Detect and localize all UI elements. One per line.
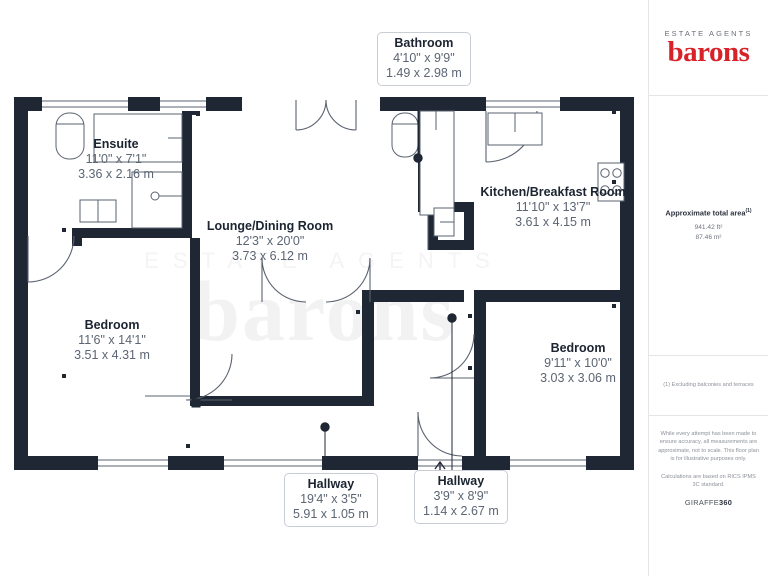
footnote-block: (1) Excluding balconies and terraces — [649, 356, 768, 416]
giraffe360-brand: GIRAFFE360 — [657, 498, 760, 507]
info-panel: ESTATE AGENTS barons Approximate total a… — [648, 0, 768, 576]
room-name: Bathroom — [394, 36, 454, 50]
footnote-text: (1) Excluding balconies and terraces — [663, 381, 754, 388]
disclaimer-accuracy: While every attempt has been made to ens… — [658, 431, 759, 463]
total-area-title-text: Approximate total area — [665, 208, 746, 218]
watermark-logo: barons — [192, 263, 456, 359]
room-dimensions-metric: 5.91 x 1.05 m — [293, 507, 369, 521]
room-dimensions-imperial: 19'4" x 3'5" — [300, 492, 362, 506]
logo-wordmark: barons — [667, 35, 750, 68]
room-label-hallway-1: Hallway 19'4" x 3'5" 5.91 x 1.05 m — [284, 473, 378, 527]
room-label-bathroom: Bathroom 4'10" x 9'9" 1.49 x 2.98 m — [377, 32, 471, 86]
total-area-title: Approximate total area(1) — [665, 208, 751, 217]
room-label-hallway-2: Hallway 3'9" x 8'9" 1.14 x 2.67 m — [414, 470, 508, 524]
brand-light-text: GIRAFFE — [684, 498, 719, 508]
room-dimensions-metric: 1.49 x 2.98 m — [386, 66, 462, 80]
floorplan-drawing — [14, 97, 634, 490]
logo-tagline: ESTATE AGENTS — [664, 28, 753, 38]
wardrobe-ensuite — [93, 113, 183, 163]
interior-walls — [72, 111, 620, 456]
room-dimensions-metric: 1.14 x 2.67 m — [423, 504, 499, 518]
bath-ensuite — [55, 112, 85, 160]
wall-ticks — [62, 110, 616, 450]
room-dimensions-imperial: 3'9" x 8'9" — [433, 489, 489, 503]
bath-unit — [419, 110, 455, 216]
room-dimensions-imperial: 4'10" x 9'9" — [393, 51, 455, 65]
watermark-subtitle: ESTATE AGENTS — [144, 248, 504, 273]
disclaimer-block: While every attempt has been made to ens… — [649, 416, 768, 576]
hob — [597, 162, 625, 202]
dimension-markers — [191, 111, 457, 470]
bath-main — [391, 112, 419, 158]
total-area-block: Approximate total area(1) 941.42 ft² 87.… — [649, 96, 768, 356]
total-area-sqm: 87.46 m² — [695, 233, 722, 241]
agency-logo: ESTATE AGENTS barons — [649, 0, 768, 96]
fixtures — [55, 110, 625, 237]
disclaimer-standard: Calculations are based on RICS IPMS 3C s… — [661, 473, 756, 488]
room-name: Hallway — [437, 474, 485, 488]
footnote-marker: (1) — [745, 208, 752, 215]
floorplan-canvas: ESTATE AGENTS barons — [14, 32, 634, 527]
brand-bold-text: 360 — [718, 498, 733, 508]
total-area-sqft: 941.42 ft² — [694, 223, 723, 231]
room-name: Hallway — [307, 477, 355, 491]
